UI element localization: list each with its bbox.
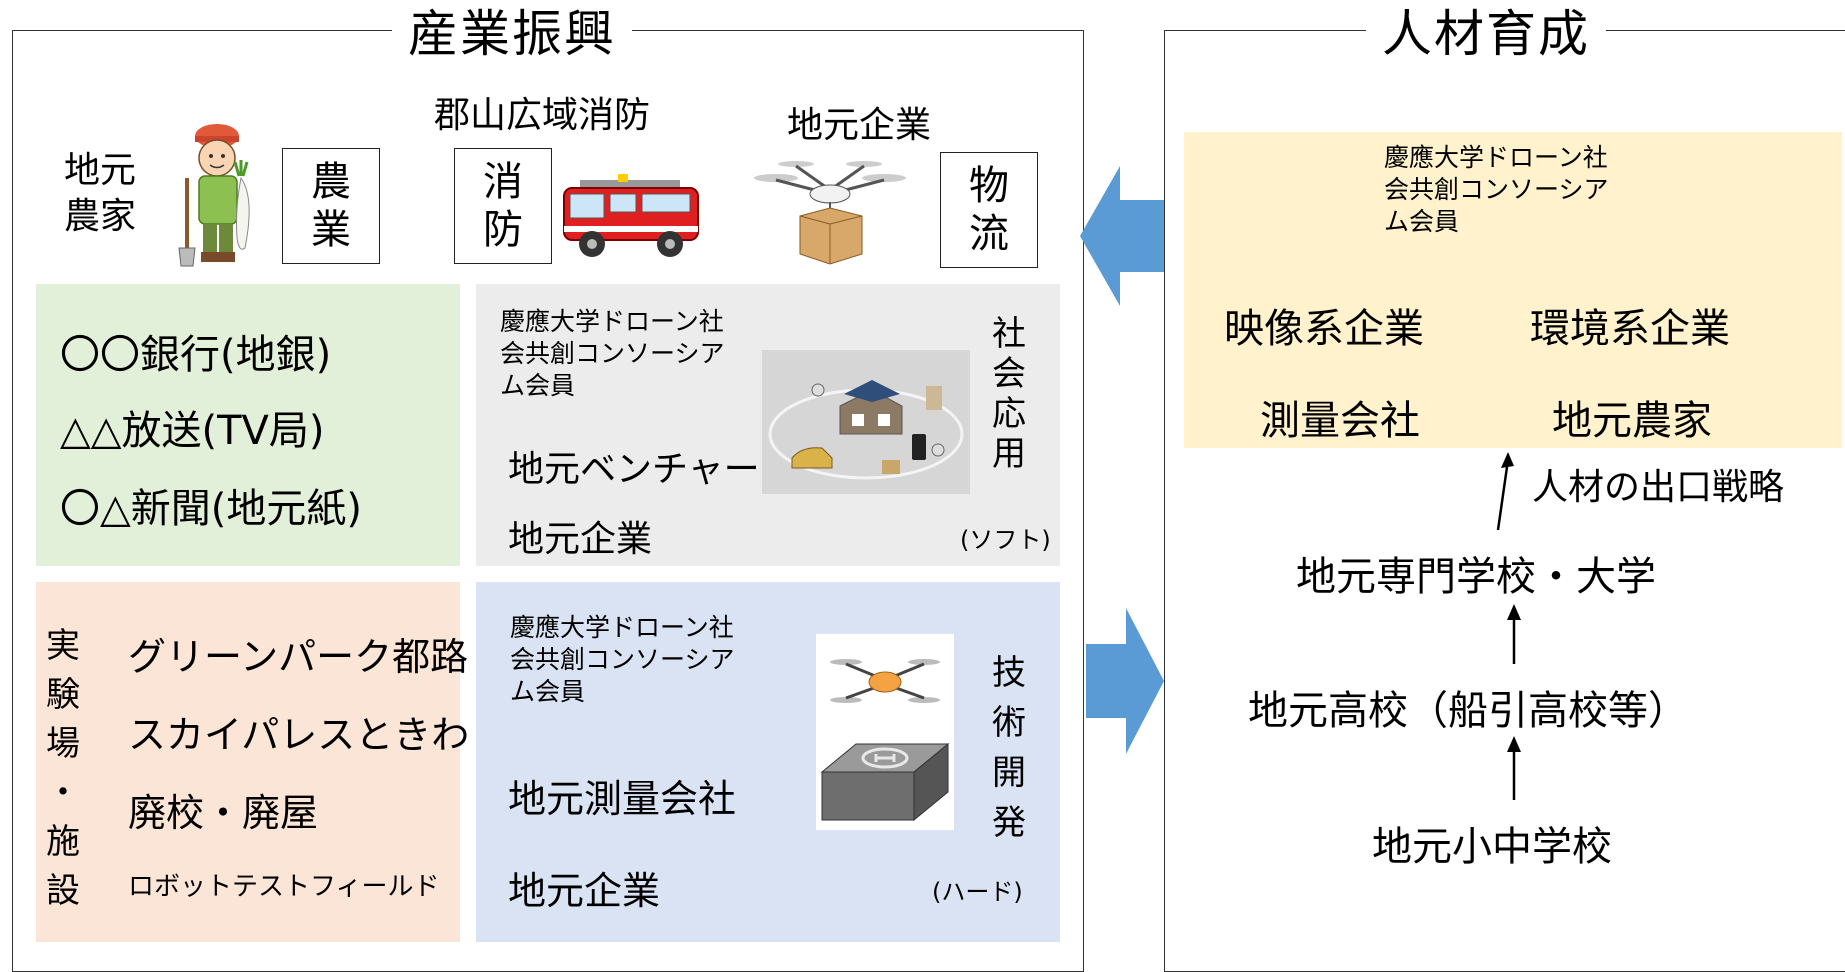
logistics-caption: 地元企業 (787, 105, 932, 146)
firefighting-label: 消 防 (454, 148, 552, 264)
ladder-university: 地元専門学校・大学 (1296, 554, 1656, 600)
facility-side-label: 実 験 場 ・ 施 設 (46, 626, 80, 911)
farmer-icon (178, 124, 250, 267)
hardware-label: (ハード) (932, 878, 1023, 906)
software-label: (ソフト) (960, 526, 1051, 554)
logistics-label: 物 流 (940, 152, 1038, 268)
agriculture-label: 農 業 (282, 148, 380, 264)
local-company-text: 地元企業 (508, 869, 661, 913)
ladder-elementary: 地元小中学校 (1372, 824, 1612, 870)
fire-truck-icon (563, 174, 699, 257)
company-type: 測量会社 (1260, 398, 1420, 444)
exit-arrow-icon (1496, 452, 1514, 531)
drone-helipad-icon (816, 634, 954, 830)
ladder-arrow-icon (1507, 736, 1521, 800)
local-survey-company-text: 地元測量会社 (508, 777, 737, 821)
exit-strategy-label: 人材の出口戦略 (1532, 467, 1785, 508)
ladder-arrow-icon (1507, 604, 1521, 664)
tech-development-box: 慶應大学ドローン社 会共創コンソーシア ム会員 地元測量会社 地元企業 技 術 … (476, 582, 1060, 942)
social-application-box: 慶應大学ドローン社 会共創コンソーシア ム会員 地元ベンチャー 地元企業 社 会… (476, 284, 1060, 566)
tech-development-label: 技 術 開 発 (992, 653, 1026, 843)
facility-item: グリーンパーク都路 (128, 635, 469, 679)
local-media-box: 〇〇銀行(地銀) △△放送(TV局) 〇△新聞(地元紙) (36, 284, 460, 566)
local-company-text: 地元企業 (508, 519, 653, 560)
arrow-right-icon (1086, 608, 1164, 754)
consortium-text: 慶應大学ドローン社 会共創コンソーシア ム会員 (510, 613, 735, 706)
company-type: 環境系企業 (1530, 306, 1730, 352)
consortium-text: 慶應大学ドローン社 会共創コンソーシア ム会員 (500, 307, 725, 400)
talent-heading: 人材育成 (1366, 4, 1606, 64)
smart-city-icon (762, 350, 970, 494)
test-facility-box: 実 験 場 ・ 施 設 グリーンパーク都路 スカイパレスときわ 廃校・廃屋 ロボ… (36, 582, 469, 942)
fire-caption: 郡山広域消防 (434, 95, 651, 136)
farmer-caption: 地元 農家 (64, 150, 137, 237)
ladder-high-school: 地元高校（船引高校等） (1248, 688, 1688, 734)
consortium-text: 慶應大学ドローン社 会共創コンソーシア ム会員 (1384, 143, 1609, 236)
company-type: 映像系企業 (1224, 306, 1424, 352)
facility-item: ロボットテストフィールド (128, 872, 440, 902)
arrow-left-icon (1080, 166, 1164, 306)
facility-item: 廃校・廃屋 (128, 791, 319, 835)
company-type: 地元農家 (1552, 398, 1712, 444)
local-venture-text: 地元ベンチャー (508, 449, 760, 490)
industry-heading: 産業振興 (392, 4, 632, 64)
drone-delivery-icon (754, 161, 906, 265)
media-item: △△放送(TV局) (60, 408, 325, 454)
facility-item: スカイパレスときわ (128, 713, 470, 757)
exit-companies-box: 慶應大学ドローン社 会共創コンソーシア ム会員 映像系企業 環境系企業 測量会社… (1184, 132, 1842, 448)
media-item: 〇△新聞(地元紙) (60, 486, 362, 532)
social-application-label: 社 会 応 用 (992, 314, 1026, 474)
media-item: 〇〇銀行(地銀) (60, 332, 332, 378)
